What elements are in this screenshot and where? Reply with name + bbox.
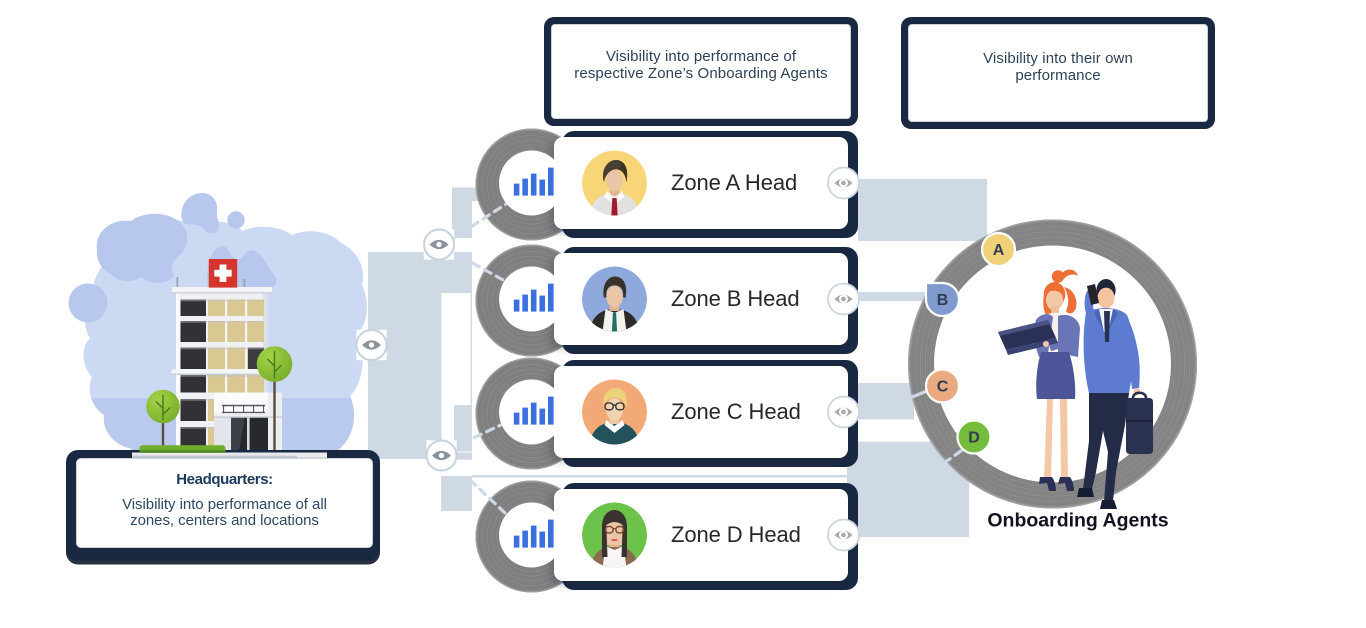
svg-text:Onboarding Agents: Onboarding Agents: [987, 510, 1168, 532]
svg-text:C: C: [937, 379, 949, 396]
svg-text:D: D: [968, 430, 980, 447]
svg-text:A: A: [993, 242, 1005, 259]
svg-text:B: B: [937, 292, 949, 309]
